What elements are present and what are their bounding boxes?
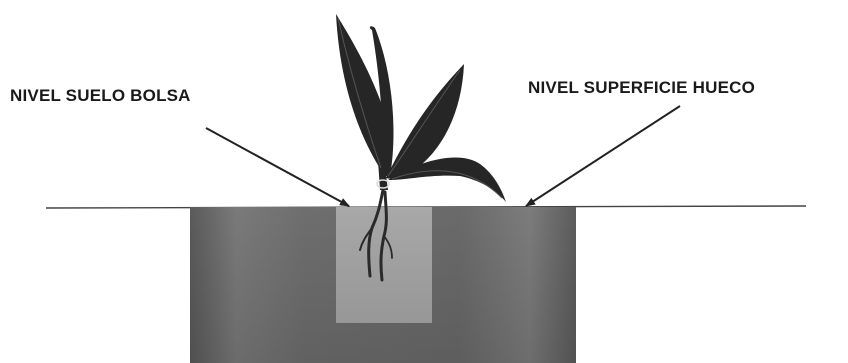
arrow-hole-surface-level bbox=[526, 106, 680, 206]
root-ball bbox=[336, 207, 432, 323]
plant bbox=[336, 14, 506, 202]
arrow-bag-soil-level bbox=[206, 128, 349, 206]
